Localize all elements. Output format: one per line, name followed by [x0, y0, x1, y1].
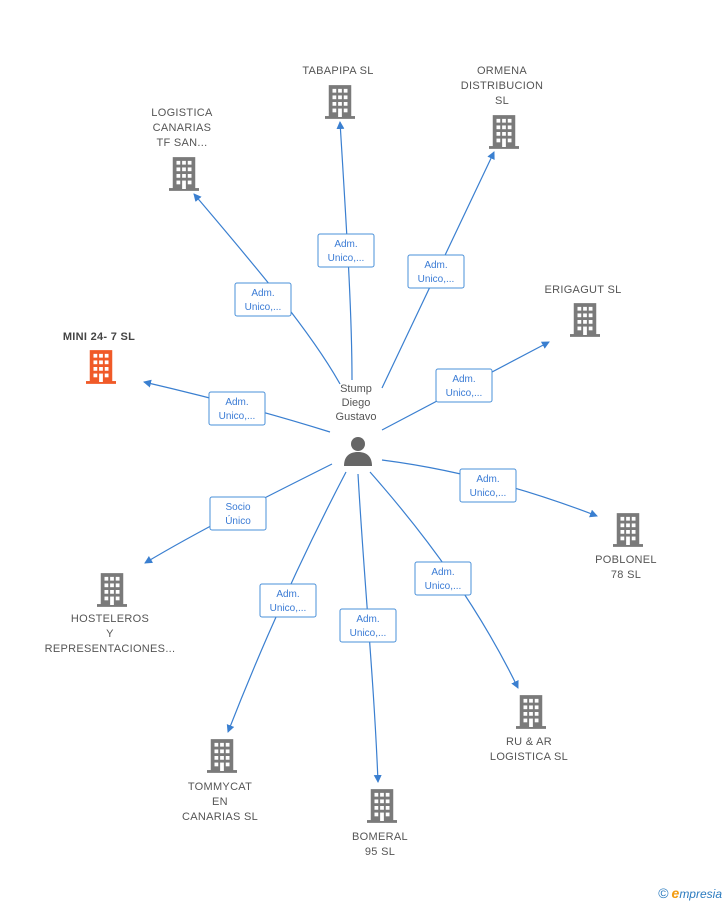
company-name-line: CANARIAS [153, 122, 212, 134]
company-name-line: Y [106, 628, 114, 640]
company-name-line: REPRESENTACIONES... [45, 643, 176, 655]
company-name-line: TABAPIPA SL [302, 65, 373, 77]
company-node-ormena[interactable]: ORMENA DISTRIBUCION SL [461, 65, 543, 149]
company-node-logistica[interactable]: LOGISTICA CANARIAS TF SAN... [151, 107, 213, 191]
company-name-line: BOMERAL [352, 831, 408, 843]
edge-label-text: Unico,... [425, 581, 462, 592]
edge-label-text: Adm. [334, 239, 357, 250]
edge-label-bomeral[interactable]: Adm. Unico,... [339, 608, 397, 643]
edge-label-logistica[interactable]: Adm. Unico,... [234, 282, 292, 317]
edge-label-text: Unico,... [418, 274, 455, 285]
company-name-line: HOSTELEROS [71, 613, 149, 625]
company-name-line: LOGISTICA SL [490, 751, 568, 763]
edge-label-text: Unico,... [328, 253, 365, 264]
company-name-line: MINI 24- 7 SL [63, 331, 135, 343]
edge-label-text: Unico,... [470, 488, 507, 499]
edge-label-text: Unico,... [446, 388, 483, 399]
edge-label-ormena[interactable]: Adm. Unico,... [407, 254, 465, 289]
building-icon [86, 350, 116, 384]
building-icon [489, 115, 519, 149]
edge-label-text: Unico,... [270, 603, 307, 614]
edge-label-text: Adm. [476, 474, 499, 485]
edge-label-mini24[interactable]: Adm. Unico,... [208, 391, 266, 426]
company-node-tabapipa[interactable]: TABAPIPA SL [302, 65, 373, 119]
company-name-line: CANARIAS SL [182, 811, 258, 823]
company-node-erigagut[interactable]: ERIGAGUT SL [544, 284, 621, 337]
company-node-poblonel[interactable]: POBLONEL 78 SL [595, 513, 657, 581]
edge-label-text: Socio [225, 502, 250, 513]
company-node-mini24[interactable]: MINI 24- 7 SL [63, 331, 135, 384]
company-name-line: RU & AR [506, 736, 552, 748]
company-name-line: TOMMYCAT [188, 781, 252, 793]
edge-label-ruar[interactable]: Adm. Unico,... [414, 561, 472, 596]
edge-label-text: Adm. [452, 374, 475, 385]
center-name-line: Gustavo [336, 411, 377, 423]
company-node-bomeral[interactable]: BOMERAL 95 SL [352, 789, 408, 858]
edge-label-text: Unico,... [219, 411, 256, 422]
edge-label-text: Adm. [431, 567, 454, 578]
building-icon [207, 739, 237, 773]
company-name-line: POBLONEL [595, 554, 657, 566]
company-name-line: 95 SL [365, 846, 395, 858]
company-name-line: SL [495, 95, 509, 107]
company-name-line: EN [212, 796, 228, 808]
edge-label-erigagut[interactable]: Adm. Unico,... [435, 368, 493, 403]
building-icon [367, 789, 397, 823]
company-node-tommycat[interactable]: TOMMYCAT EN CANARIAS SL [182, 739, 258, 823]
edge-label-text: Adm. [276, 589, 299, 600]
building-icon [169, 157, 199, 191]
edge-label-text: Adm. [225, 397, 248, 408]
company-name-line: TF SAN... [157, 137, 208, 149]
edge-label-tommycat[interactable]: Adm. Unico,... [259, 583, 317, 618]
building-icon [516, 695, 546, 729]
company-name-line: ERIGAGUT SL [544, 284, 621, 296]
company-name-line: 78 SL [611, 569, 641, 581]
brand-name: mpresia [679, 887, 722, 901]
edge-label-text: Unico,... [350, 628, 387, 639]
center-person[interactable]: Stump Diego Gustavo [336, 383, 377, 466]
edge-label-text: Único [225, 514, 251, 527]
center-name-line: Diego [342, 397, 371, 409]
center-name-line: Stump [340, 383, 372, 395]
building-icon [325, 85, 355, 119]
edge-label-text: Adm. [251, 288, 274, 299]
company-name-line: DISTRIBUCION [461, 80, 543, 92]
edge-label-text: Adm. [424, 260, 447, 271]
edge-tabapipa [336, 121, 353, 381]
edge-label-text: Adm. [356, 614, 379, 625]
company-node-hosteleros[interactable]: HOSTELEROS Y REPRESENTACIONES... [45, 573, 176, 655]
person-icon [344, 437, 372, 466]
building-icon [613, 513, 643, 547]
edge-label-poblonel[interactable]: Adm. Unico,... [459, 468, 517, 503]
company-name-line: LOGISTICA [151, 107, 213, 119]
building-icon [97, 573, 127, 607]
company-node-ruar[interactable]: RU & AR LOGISTICA SL [490, 695, 568, 763]
edge-label-text: Unico,... [245, 302, 282, 313]
footer-brand: ©empresia [658, 885, 722, 901]
copyright-icon: © [658, 885, 669, 901]
brand-initial: e [671, 885, 680, 901]
building-icon [570, 303, 600, 337]
company-name-line: ORMENA [477, 65, 527, 77]
edge-label-tabapipa[interactable]: Adm. Unico,... [317, 233, 375, 268]
